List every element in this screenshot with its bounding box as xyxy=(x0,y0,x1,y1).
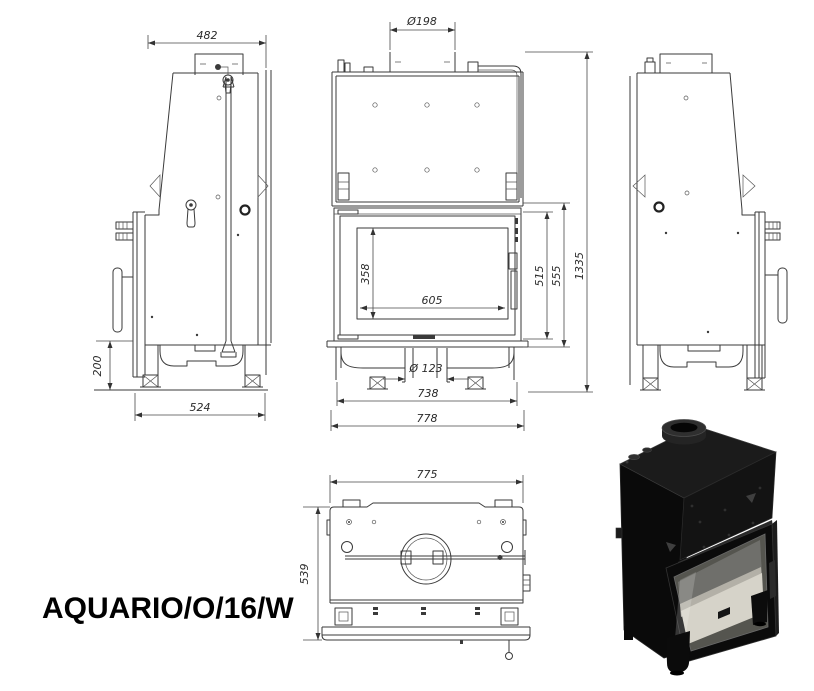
dim-glass-width: 605 xyxy=(422,294,443,307)
dim-depth-bottom: 524 xyxy=(190,401,211,414)
door-handle xyxy=(769,560,776,599)
dim-door-frame-height: 555 xyxy=(550,266,563,287)
top-view-body xyxy=(321,499,531,660)
right-side-body xyxy=(629,53,788,391)
dim-base-width: 738 xyxy=(418,387,439,400)
dim-total-width: 778 xyxy=(417,412,438,425)
top-view-drawing: 775 539 xyxy=(298,468,531,660)
right-side-view-drawing xyxy=(629,53,788,391)
dim-glass-height: 358 xyxy=(359,264,372,285)
dim-total-height: 1335 xyxy=(573,252,586,280)
door-handle xyxy=(112,267,123,333)
front-body xyxy=(326,52,529,390)
model-label: AQUARIO/O/16/W xyxy=(42,592,294,625)
front-dimensions: Ø198 358 605 515 555 1335 xyxy=(330,15,593,431)
dim-flue-diameter: Ø198 xyxy=(406,15,437,28)
fireplace-render xyxy=(615,419,779,676)
firebox-interior xyxy=(681,573,764,644)
door-latch xyxy=(508,252,518,270)
dim-door-height: 515 xyxy=(533,266,546,287)
left-side-dimensions: 482 200 524 xyxy=(91,29,267,421)
door-glass xyxy=(356,227,509,320)
left-side-body xyxy=(94,53,272,391)
dim-outlet-diameter: Ø 123 xyxy=(408,362,442,375)
dim-depth-top: 482 xyxy=(197,29,218,42)
front-view-drawing: Ø198 358 605 515 555 1335 xyxy=(326,15,593,431)
dim-stub-height: 200 xyxy=(91,356,104,377)
top-view-dimensions: 775 539 xyxy=(298,468,524,641)
dim-top-width: 775 xyxy=(417,468,438,481)
product-photo xyxy=(615,419,779,676)
dim-top-depth: 539 xyxy=(298,564,311,585)
door-handle xyxy=(777,267,788,324)
left-side-view-drawing: 482 200 524 xyxy=(91,29,272,421)
